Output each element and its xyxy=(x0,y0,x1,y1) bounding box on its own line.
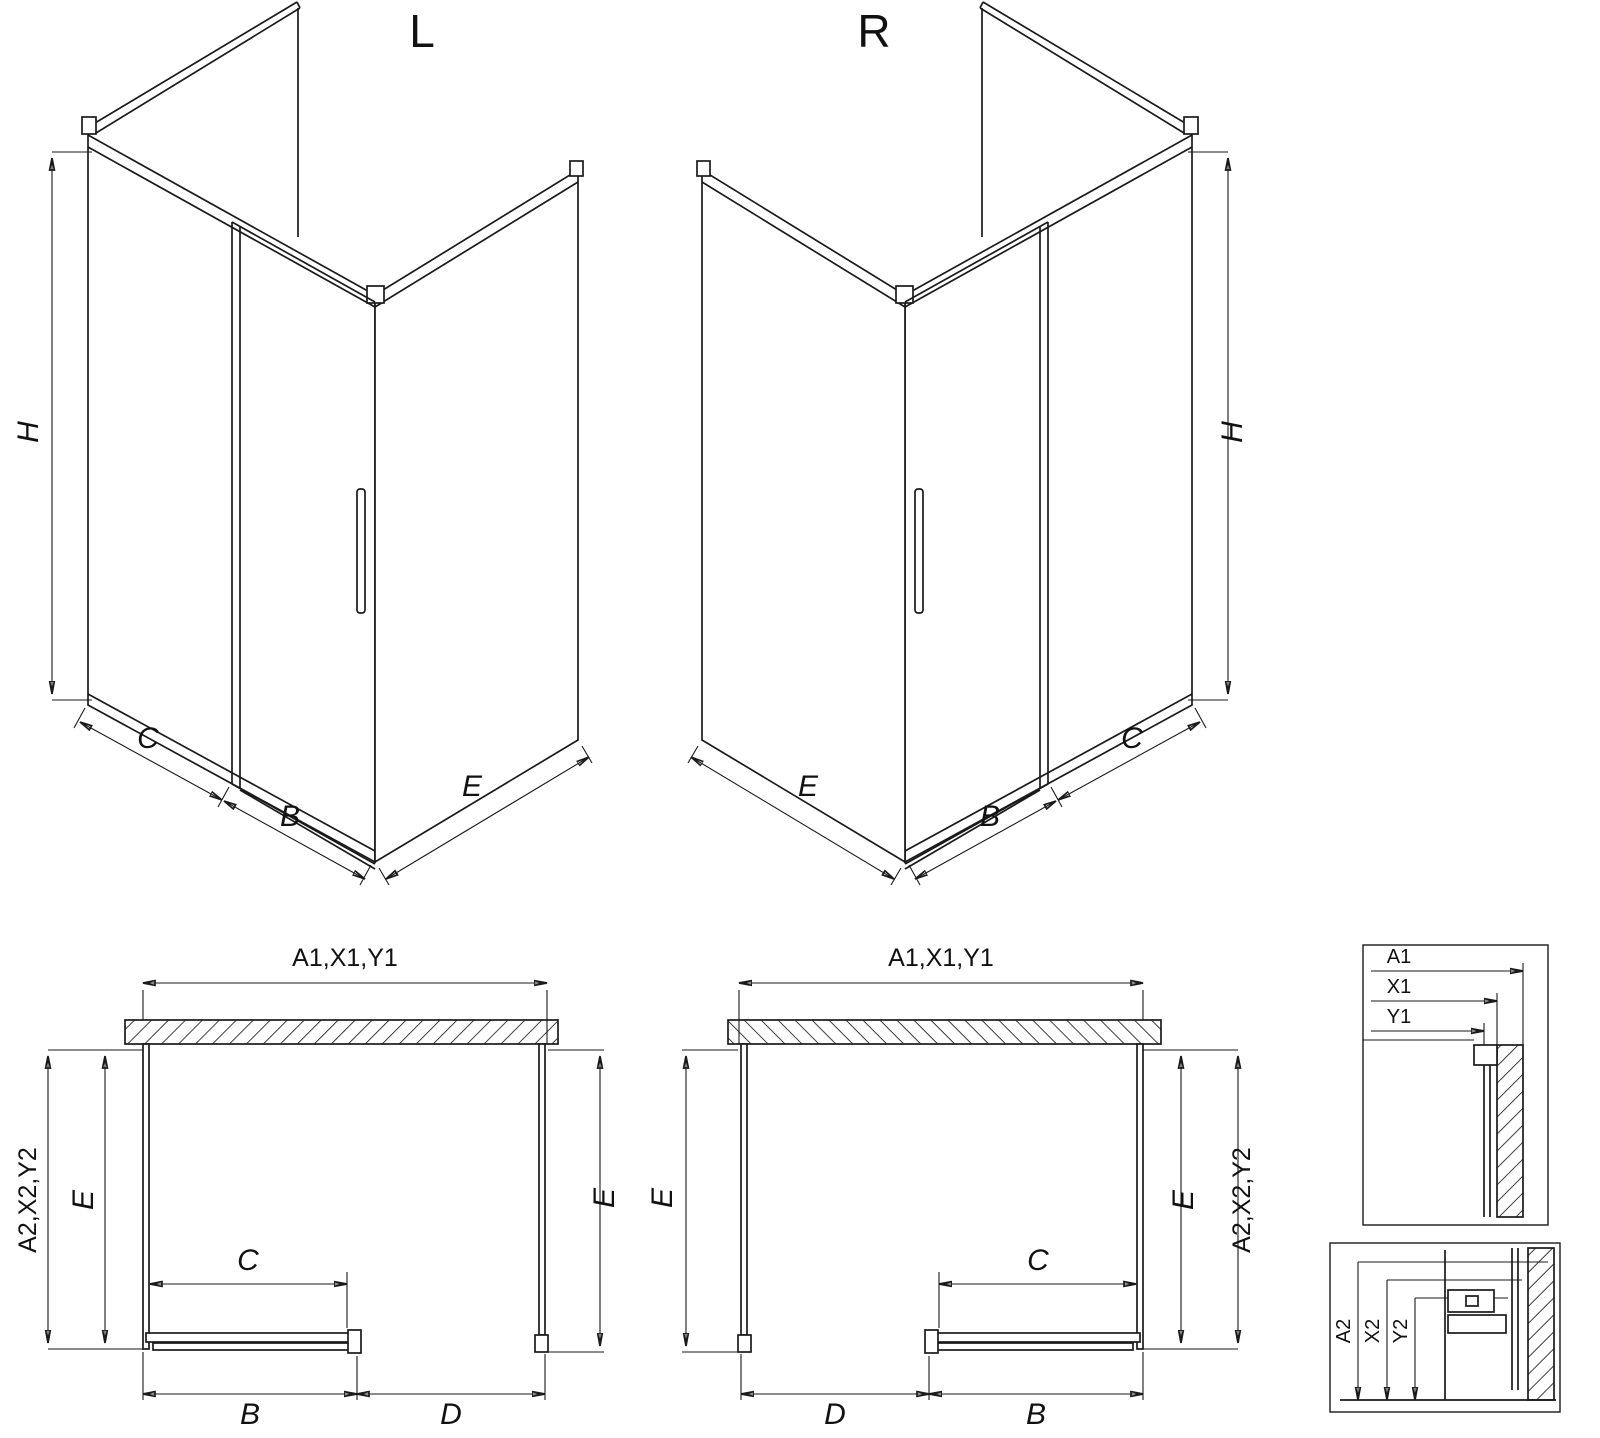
sliding-door-edges xyxy=(231,221,376,870)
detail-bottom-frame xyxy=(1329,1242,1561,1413)
detail-x1-label: X1 xyxy=(1387,976,1411,998)
door-handle xyxy=(356,488,366,614)
dim-e-extensions xyxy=(378,745,593,886)
plan-right-top-label: A1,X1,Y1 xyxy=(888,944,994,972)
return-top-rail xyxy=(374,181,579,308)
plan-side-glass xyxy=(142,1043,150,1350)
dim-c-line xyxy=(80,722,222,800)
iso-right-dim-c-label: C xyxy=(1121,722,1143,755)
detail-x2-label: X2 xyxy=(1362,1319,1384,1343)
plan-return-end-post xyxy=(534,1334,549,1353)
wall-section-hatched xyxy=(124,1019,559,1045)
plan-right-dim-b-label: B xyxy=(1026,1398,1046,1431)
detail-top-reference-lines xyxy=(1363,963,1524,1050)
dim-e-line xyxy=(386,757,589,879)
back-panel-glass xyxy=(89,1,301,237)
detail-top-profile xyxy=(1473,1044,1498,1066)
iso-left-dim-b-label: B xyxy=(280,800,300,833)
detail-a1-label: A1 xyxy=(1387,946,1411,968)
iso-view-left-geometry xyxy=(52,1,593,886)
plan-view-right-geometry xyxy=(682,983,1238,1400)
detail-top-frame xyxy=(1362,944,1549,1226)
return-panel xyxy=(374,168,579,864)
plan-sliding-door xyxy=(152,1342,353,1351)
corner-post-cap xyxy=(366,285,385,304)
plan-right-dim-d-label: D xyxy=(824,1398,846,1431)
iso-view-right-geometry xyxy=(688,2,1228,885)
plan-left-dim-b-label: B xyxy=(240,1398,260,1431)
iso-right-dim-e-label: E xyxy=(798,770,819,803)
detail-view-top: A1 X1 Y1 xyxy=(1362,944,1549,1226)
plan-left-dim-d-label: D xyxy=(440,1398,462,1431)
detail-a2-label: A2 xyxy=(1333,1319,1355,1343)
plan-view-left-geometry xyxy=(48,983,604,1400)
iso-left-dim-e-label: E xyxy=(462,770,483,803)
return-bracket xyxy=(569,160,584,177)
iso-left-dim-h-label: H xyxy=(12,421,45,443)
detail-top-glass xyxy=(1483,1045,1491,1217)
plan-left-top-label: A1,X1,Y1 xyxy=(292,944,398,972)
plan-right-dim-c-label: C xyxy=(1027,1244,1049,1277)
detail-view-bottom: A2 X2 Y2 xyxy=(1329,1242,1561,1413)
detail-y1-label: Y1 xyxy=(1387,1006,1411,1028)
plan-right-side-outer-label: A2,X2,Y2 xyxy=(1228,1147,1256,1253)
iso-left-dim-c-label: C xyxy=(137,722,159,755)
detail-bottom-profile-lower xyxy=(1447,1314,1507,1334)
plan-right-opposite-label: E xyxy=(646,1187,679,1208)
plan-dim-left-extensions xyxy=(48,1049,143,1350)
plan-dim-right-extensions xyxy=(548,1049,604,1353)
plan-left-side-inner-label: E xyxy=(67,1189,100,1210)
detail-bottom-roller xyxy=(1465,1295,1479,1307)
title-right: R xyxy=(857,5,890,57)
plan-right-side-inner-label: E xyxy=(1167,1189,1200,1210)
title-left: L xyxy=(409,5,435,57)
wall-bracket xyxy=(81,116,97,135)
iso-right-dim-h-label: H xyxy=(1216,421,1249,443)
detail-y2-label: Y2 xyxy=(1390,1319,1412,1343)
dim-b-line xyxy=(224,801,365,879)
plan-dim-bd-extensions xyxy=(142,1352,546,1400)
detail-top-wall-hatched xyxy=(1496,1044,1524,1218)
plan-fixed-segment xyxy=(145,1332,355,1343)
iso-right-dim-b-label: B xyxy=(980,800,1000,833)
plan-left-opposite-label: E xyxy=(588,1187,621,1208)
detail-bottom-glass xyxy=(1340,1248,1556,1401)
plan-door-end-profile xyxy=(347,1329,362,1354)
plan-left-dim-c-label: C xyxy=(237,1244,259,1277)
detail-bottom-wall-hatched xyxy=(1527,1247,1555,1401)
plan-return-glass xyxy=(538,1043,546,1336)
dim-h-extension xyxy=(52,151,92,701)
plan-left-side-outer-label: A2,X2,Y2 xyxy=(14,1147,42,1253)
